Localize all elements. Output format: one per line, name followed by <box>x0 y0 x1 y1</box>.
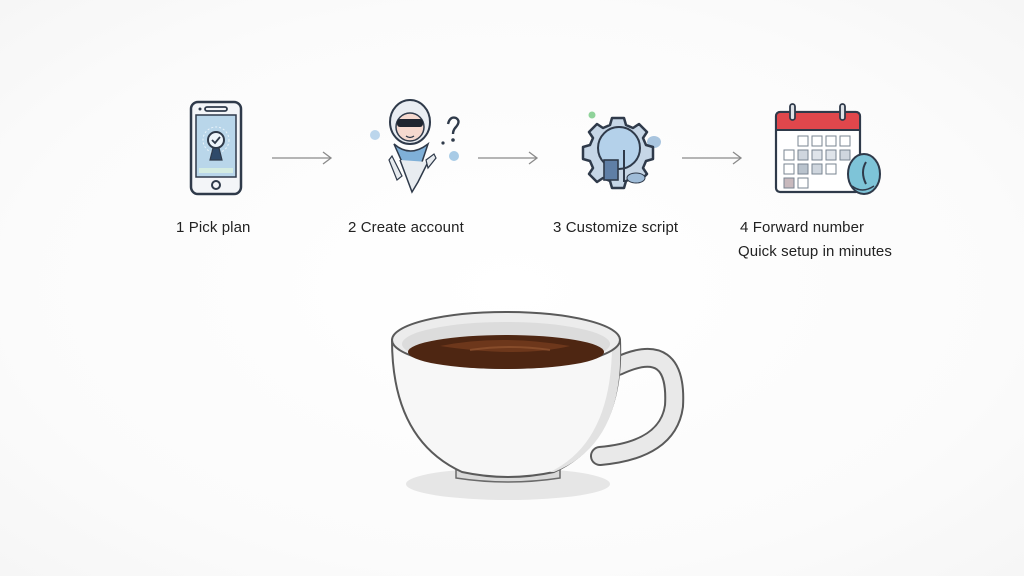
coffee-cup-icon <box>380 300 690 515</box>
calendar-icon <box>774 102 884 203</box>
arrow-right-icon <box>682 151 743 165</box>
user-avatar-icon <box>366 98 466 203</box>
arrow-right-icon <box>478 151 539 165</box>
gear-icon <box>580 110 670 197</box>
step-label-4: 4 Forward number <box>740 219 865 236</box>
step-label-3: 3 Customize script <box>553 219 679 236</box>
step-label-1: 1 Pick plan <box>176 219 251 236</box>
smartphone-icon <box>188 100 244 201</box>
subtitle: Quick setup in minutes <box>738 243 892 260</box>
arrow-right-icon <box>272 151 333 165</box>
step-label-2: 2 Create account <box>348 219 464 236</box>
